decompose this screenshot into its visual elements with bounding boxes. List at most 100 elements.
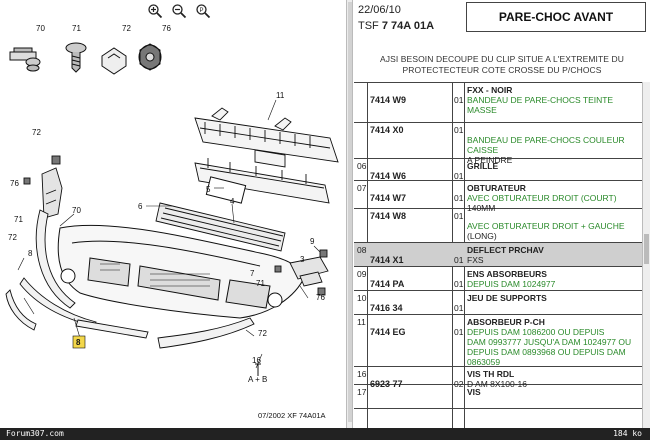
part-quantity: 01	[454, 255, 464, 265]
callout-76b: 76	[10, 179, 19, 188]
diagram-scrollbar[interactable]	[346, 0, 353, 440]
part-reference: 6923 77	[370, 379, 403, 389]
bumper-cover	[57, 224, 306, 319]
callout-3: 3	[300, 255, 305, 264]
part-reference: 7414 W9	[370, 95, 407, 105]
part-designation: GRILLE	[467, 161, 499, 171]
parts-table-scrollbar[interactable]	[642, 82, 650, 428]
callout-72c: 72	[8, 233, 17, 242]
part-reference: 7414 W7	[370, 193, 407, 203]
callout-6: 6	[138, 202, 143, 211]
zoom-in-icon[interactable]	[146, 2, 164, 20]
part-quantity: 01	[454, 327, 464, 337]
part-designation: FXX - NOIR	[467, 85, 513, 95]
part-detail: AVEC OBTURATEUR DROIT + GAUCHE	[467, 221, 625, 231]
part-quantity: 01	[454, 125, 464, 135]
sheet-note-line: PROTECTECTEUR COTE CROSSE DU P/CHOCS	[402, 65, 602, 75]
sheet-note: AJSI BESOIN DECOUPE DU CLIP SITUE A L'EX…	[354, 54, 650, 76]
callout-71: 71	[72, 24, 81, 33]
part-quantity: 01	[454, 193, 464, 203]
callout-16: 16	[252, 356, 261, 365]
part-designation: VIS TH RDL	[467, 369, 515, 379]
row-number: 17	[357, 387, 367, 397]
part-detail: BANDEAU DE PARE-CHOCS TEINTE	[467, 95, 614, 105]
part-detail: CAISSE	[467, 145, 499, 155]
sheet-model: TSF 7 74A 01A	[358, 20, 434, 32]
callout-7: 7	[250, 269, 255, 278]
callout-5: 5	[206, 185, 211, 194]
row-number: 11	[357, 317, 366, 327]
leader-lines	[17, 99, 321, 369]
status-site: Forum307.com	[6, 429, 64, 438]
callout-8b: 8	[28, 249, 33, 258]
part-reference: 7414 W8	[370, 211, 407, 221]
part-detail: AVEC OBTURATEUR DROIT (COURT)	[467, 193, 617, 203]
part-reference: 7414 X1	[370, 255, 404, 265]
part-designation: ENS ABSORBEURS	[467, 269, 547, 279]
zoom-reset-icon[interactable]: P	[194, 2, 212, 20]
row-number: 09	[357, 269, 367, 279]
part-reference: 7414 X0	[370, 125, 404, 135]
absorber-supports	[194, 149, 330, 204]
callout-11: 11	[276, 91, 285, 100]
zoom-out-icon[interactable]	[170, 2, 188, 20]
callout-71b: 71	[14, 215, 23, 224]
row-number: 08	[357, 245, 367, 255]
sheet-note-line: AJSI BESOIN DECOUPE DU CLIP SITUE A L'EX…	[379, 54, 625, 64]
part-detail: BANDEAU DE PARE-CHOCS COULEUR	[467, 135, 625, 145]
left-side-bracket	[23, 155, 63, 219]
svg-text:P: P	[199, 8, 203, 14]
callout-70: 70	[36, 24, 45, 33]
part-detail: DEPUIS DAM 1086200 OU DEPUIS	[467, 327, 605, 337]
callout-4: 4	[230, 197, 235, 206]
sheet-date: 22/06/10	[358, 4, 401, 16]
part-quantity: 01	[454, 279, 464, 289]
part-detail: A PEINDRE	[467, 155, 513, 165]
status-bar: Forum307.com 184 ko	[0, 428, 650, 440]
part-detail: D AM 8X100-16	[467, 379, 528, 389]
grille	[155, 202, 286, 252]
diagram-scroll-thumb[interactable]	[348, 2, 352, 422]
part-quantity: 01	[454, 95, 464, 105]
parts-scroll-thumb[interactable]	[644, 234, 649, 264]
part-detail: 140MM	[467, 203, 496, 213]
part-designation: ABSORBEUR P-CH	[467, 317, 545, 327]
part-quantity: 01	[454, 171, 464, 181]
footer-a-plus-b: A + B	[248, 375, 267, 384]
part-detail: MASSE	[467, 105, 497, 115]
right-side-bracket	[274, 249, 329, 296]
row-number: 10	[357, 293, 367, 303]
callout-8[interactable]: 8	[76, 338, 81, 347]
callout-labels: 70 71 72 76 11 72 76 6 5 70 4 71 72 8 9 …	[8, 24, 325, 338]
part-detail: (LONG)	[467, 231, 497, 241]
callout-72b: 72	[32, 128, 41, 137]
callout-76c: 76	[316, 293, 325, 302]
callout-76: 76	[162, 24, 171, 33]
callout-9: 9	[310, 237, 315, 246]
status-size: 184 ko	[613, 429, 642, 438]
callout-71c: 71	[256, 279, 265, 288]
part-reference: 7416 34	[370, 303, 403, 313]
sheet-title: PARE-CHOC AVANT	[466, 2, 646, 32]
screw-footnote	[255, 363, 261, 376]
part-detail: DAM 0993777 JUSQU'A DAM 1024977 OU	[467, 337, 632, 347]
diagram-toolbar: P	[0, 0, 346, 22]
part-detail: DEPUIS DAM 0893968 OU DEPUIS DAM	[467, 347, 626, 357]
diagram-pane: P	[0, 0, 346, 420]
sheet-model-code: 7 74A 01A	[381, 20, 435, 32]
part-designation: OBTURATEUR	[467, 183, 526, 193]
part-detail: DEPUIS DAM 1024977	[467, 279, 556, 289]
part-reference: 7414 EG	[370, 327, 406, 337]
